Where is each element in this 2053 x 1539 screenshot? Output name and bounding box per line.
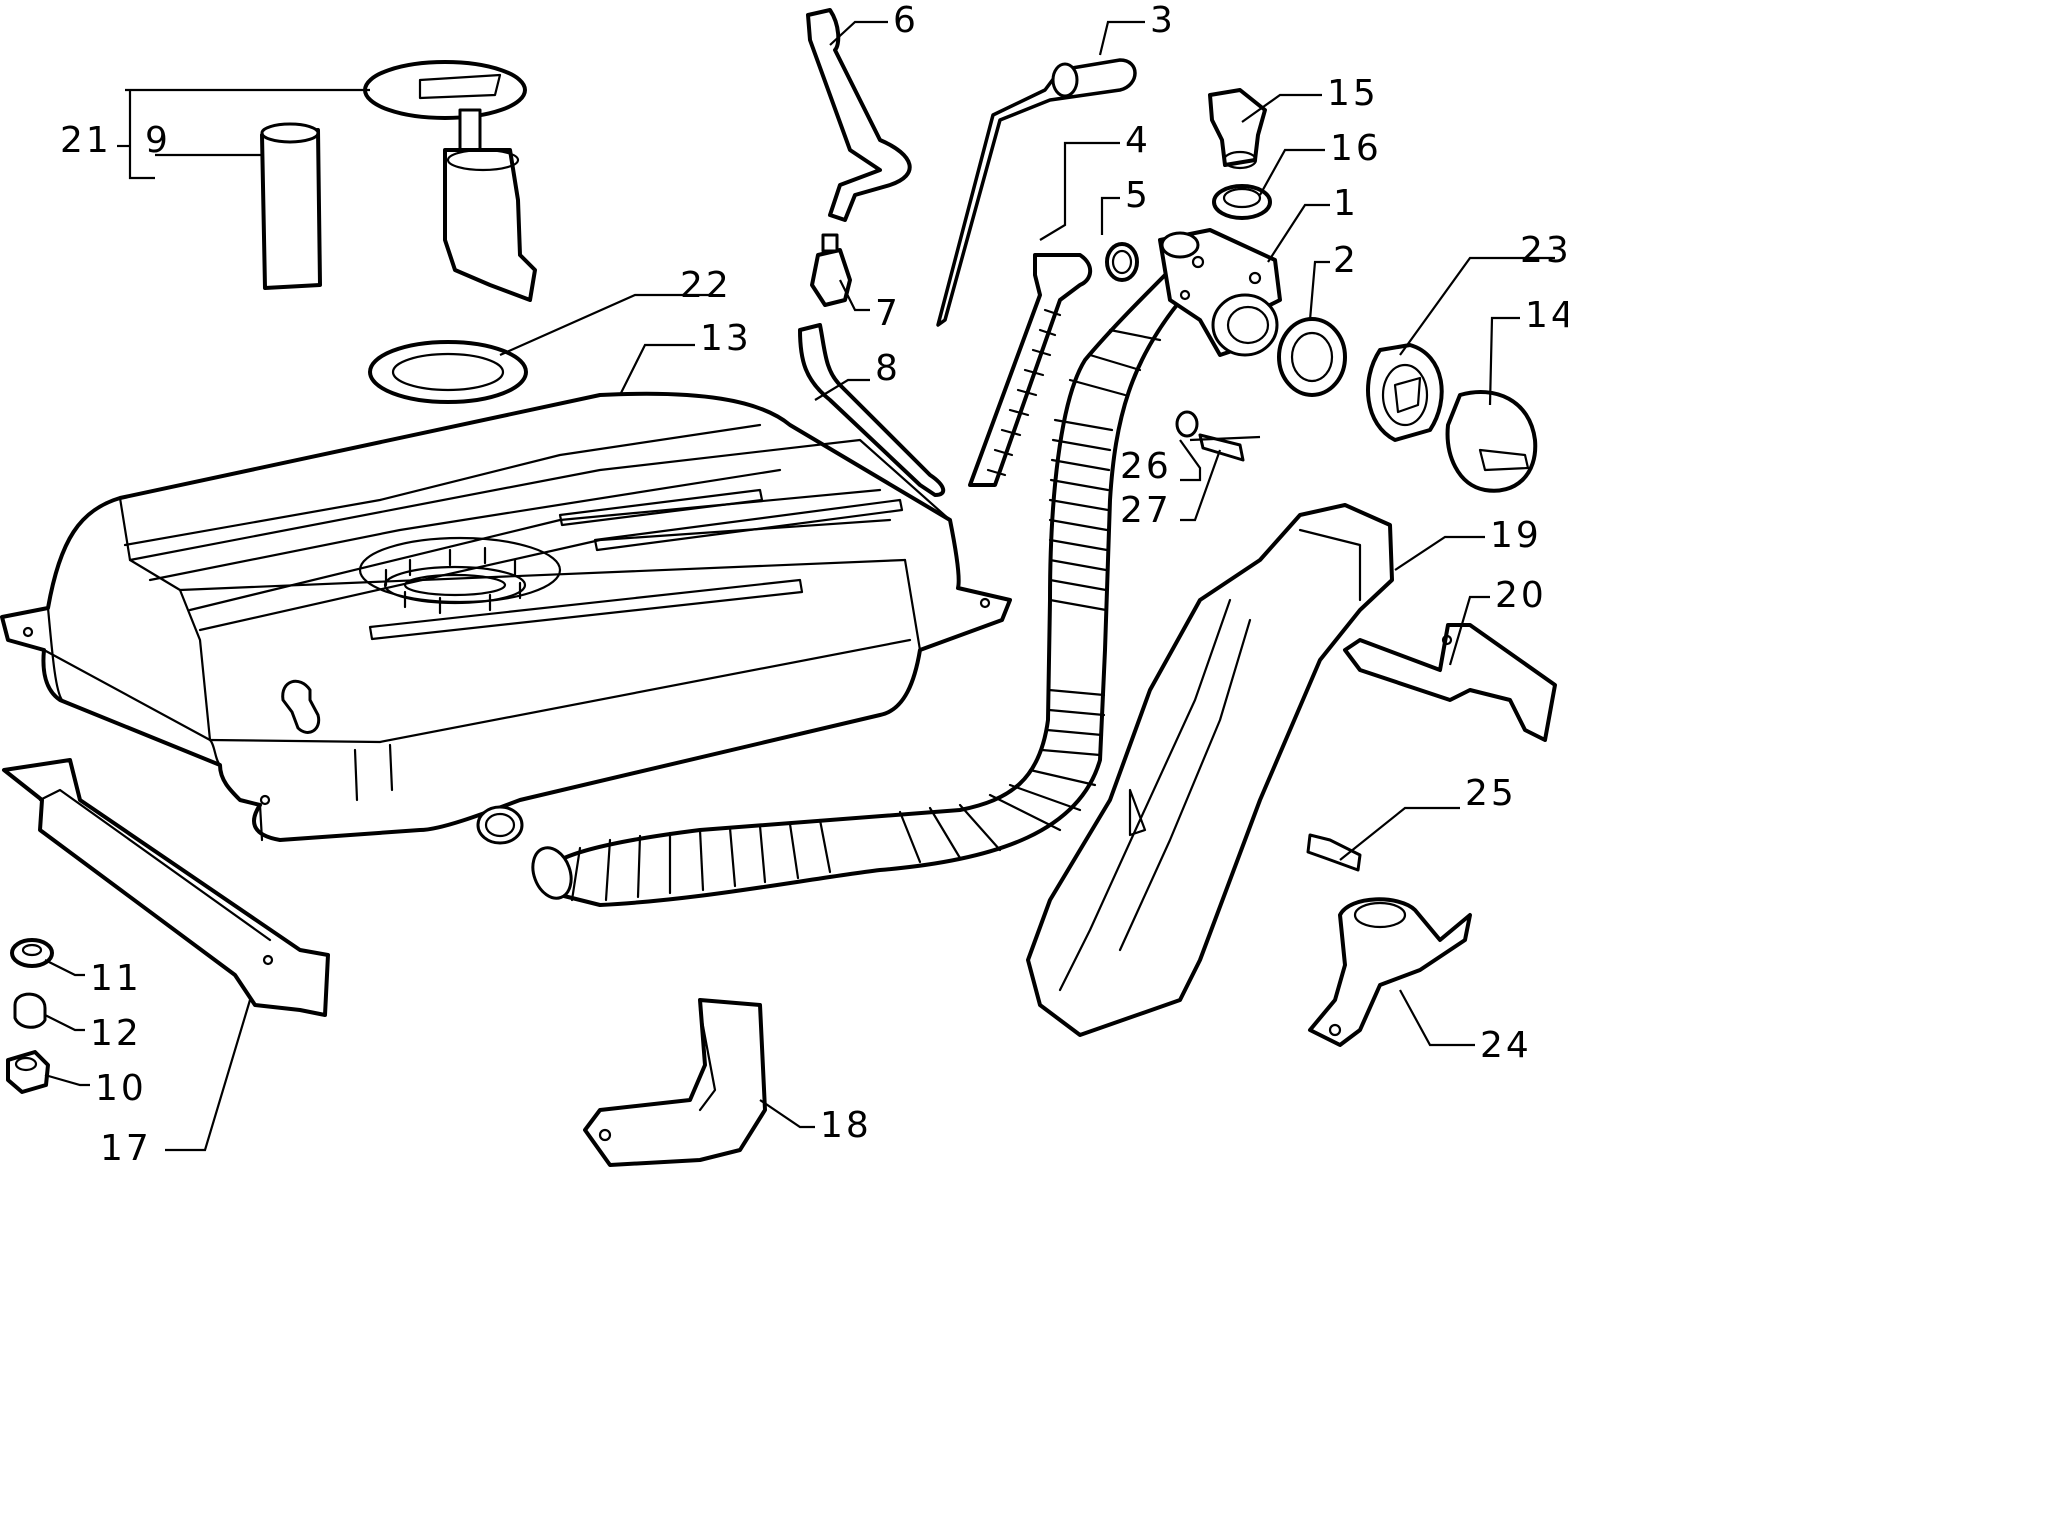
check-valve-7	[810, 233, 852, 307]
hose-6	[806, 8, 912, 222]
leader-lines	[44, 20, 1555, 1152]
callout-22: 22	[680, 265, 732, 306]
fuel-pump-21	[363, 60, 537, 302]
callout-13: 13	[700, 318, 752, 359]
bracket-bottom	[583, 998, 767, 1167]
callout-20: 20	[1495, 575, 1547, 616]
fuel-cap	[1445, 390, 1538, 493]
callout-8: 8	[875, 348, 901, 389]
callout-6: 6	[893, 0, 919, 41]
callout-1: 1	[1333, 183, 1359, 224]
callout-23: 23	[1520, 230, 1568, 271]
seal-16	[1212, 184, 1272, 220]
bolt-27	[1198, 433, 1245, 462]
nut-10	[6, 1050, 50, 1094]
callout-16: 16	[1330, 128, 1382, 169]
callout-5: 5	[1125, 175, 1151, 216]
callout-17: 17	[100, 1128, 152, 1169]
callout-14: 14	[1525, 295, 1568, 336]
fuel-tank	[0, 391, 1012, 845]
callout-19: 19	[1490, 515, 1542, 556]
callout-10: 10	[95, 1068, 147, 1109]
fuel-system-exploded-diagram: 1 2 3 4 5 6 7 8 9 10 11 12 13 14 15 16 1…	[0, 0, 1568, 1169]
shield-20	[1343, 623, 1557, 742]
callout-9: 9	[145, 120, 171, 161]
gasket-22	[368, 340, 528, 404]
bracket-24	[1308, 897, 1472, 1047]
callout-4: 4	[1125, 120, 1151, 161]
filter-9	[260, 122, 322, 290]
gasket-2	[1277, 317, 1347, 397]
clip-5	[1105, 242, 1139, 282]
bolt-25	[1306, 833, 1362, 872]
vent-pipe-3	[936, 58, 1137, 327]
shield-19	[1026, 503, 1394, 1037]
callout-12: 12	[90, 1013, 142, 1054]
callout-24: 24	[1480, 1025, 1532, 1066]
washer-26	[1175, 410, 1199, 438]
tank-strap-left	[2, 758, 330, 1017]
callout-26: 26	[1120, 446, 1172, 487]
callout-3: 3	[1150, 0, 1176, 41]
filler-hose	[531, 248, 1192, 907]
callout-18: 18	[820, 1105, 872, 1146]
callout-21: 21	[60, 120, 112, 161]
hose-8	[798, 323, 946, 497]
callout-25: 25	[1465, 773, 1517, 814]
callout-27: 27	[1120, 490, 1172, 531]
washer-11	[10, 938, 54, 968]
adaptor-23	[1366, 343, 1444, 442]
callout-7: 7	[875, 293, 901, 334]
callout-2: 2	[1333, 240, 1359, 281]
callout-11: 11	[90, 958, 142, 999]
callout-15: 15	[1327, 73, 1379, 114]
vent-valve-15	[1208, 88, 1267, 170]
filler-neck	[1158, 228, 1282, 357]
callout-labels: 1 2 3 4 5 6 7 8 9 10 11 12 13 14 15 16 1…	[60, 0, 1568, 1169]
clip-12	[13, 992, 47, 1029]
breather-hose-4	[968, 253, 1093, 487]
